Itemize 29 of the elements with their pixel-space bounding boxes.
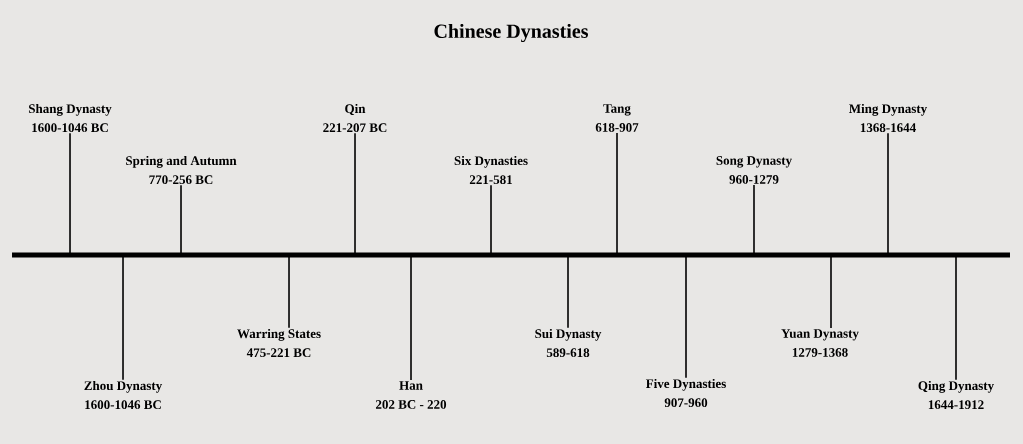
- dynasty-label: Spring and Autumn 770-256 BC: [126, 155, 237, 185]
- dynasty-label: Zhou Dynasty 1600-1046 BC: [84, 380, 163, 410]
- title: Chinese Dynasties: [434, 23, 588, 43]
- dynasty-label: Qing Dynasty 1644-1912: [918, 380, 994, 410]
- tick-line: [69, 132, 71, 256]
- tick-line: [490, 184, 492, 256]
- tick-line: [122, 254, 124, 381]
- dynasty-label: Sui Dynasty 589-618: [535, 328, 602, 358]
- dynasty-label: Shang Dynasty 1600-1046 BC: [29, 103, 112, 133]
- dynasty-label: Five Dynasties 907-960: [645, 378, 726, 408]
- tick-line: [753, 184, 755, 256]
- tick-line: [685, 254, 687, 379]
- dynasty-label: Qin 221-207 BC: [323, 103, 387, 133]
- tick-line: [567, 254, 569, 329]
- tick-line: [830, 254, 832, 329]
- dynasty-label: Warring States 475-221 BC: [237, 328, 321, 358]
- dynasty-label: Han 202 BC - 220: [376, 381, 447, 409]
- tick-line: [410, 254, 412, 381]
- dynasty-label: Song Dynasty 960-1279: [716, 156, 792, 184]
- dynasty-label: Yuan Dynasty 1279-1368: [781, 329, 859, 357]
- tick-line: [955, 254, 957, 381]
- dynasty-label: Six Dynasties 221-581: [454, 155, 528, 185]
- tick-line: [354, 132, 356, 256]
- dynasty-label: Tang 618-907: [595, 104, 639, 132]
- tick-line: [180, 184, 182, 256]
- dynasty-label: Ming Dynasty 1368-1644: [849, 103, 928, 133]
- tick-line: [288, 254, 290, 329]
- tick-line: [616, 132, 618, 256]
- tick-line: [887, 132, 889, 256]
